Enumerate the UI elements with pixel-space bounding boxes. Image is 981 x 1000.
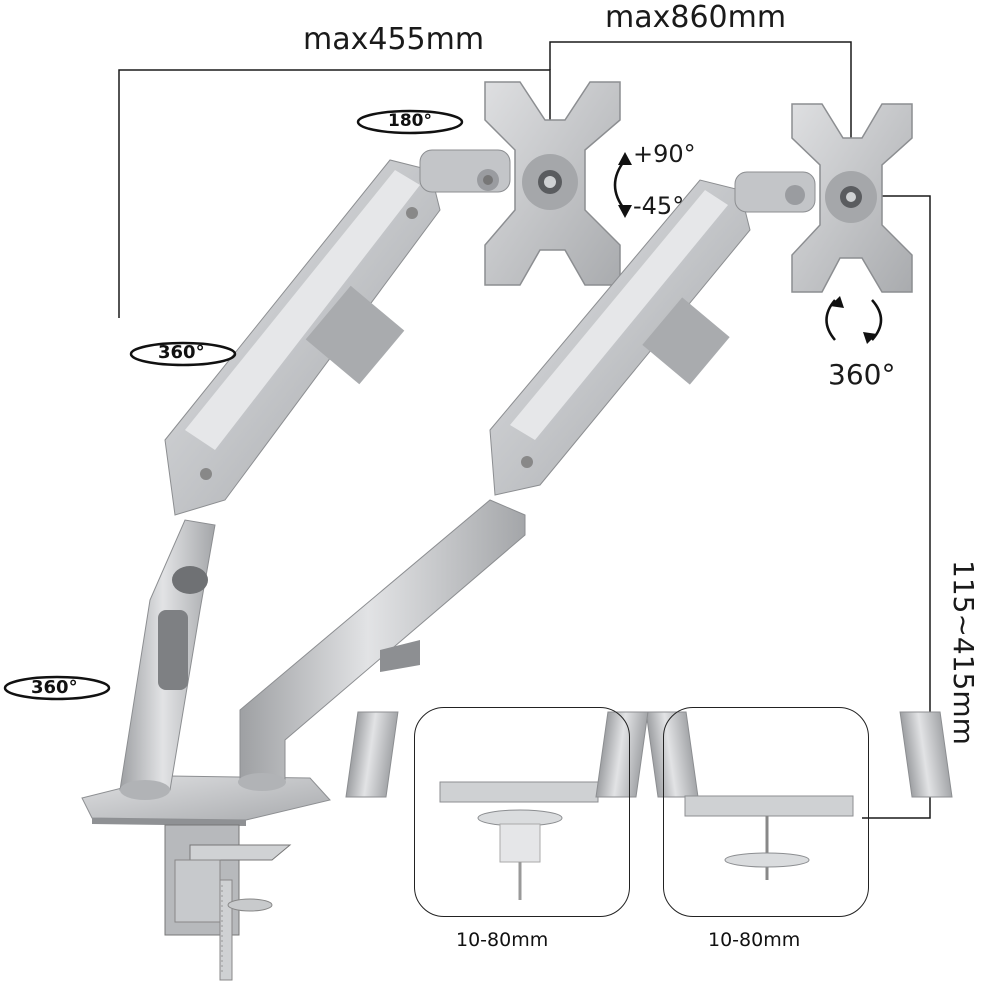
panel-rotate-arrow-right-icon	[871, 299, 883, 341]
span-dimension-line	[549, 41, 852, 140]
desk-base-plate	[81, 775, 331, 826]
dimension-lines	[118, 41, 931, 819]
right-head-joint	[734, 171, 816, 213]
tilt-down-label: -45°	[633, 192, 685, 220]
clamp-mount-inset	[414, 707, 630, 917]
base-360-arrow-icon	[3, 675, 111, 701]
grommet-range-caption: 10-80mm	[708, 929, 801, 951]
swivel-180-arrow-icon	[356, 109, 464, 135]
right-arm-lower	[238, 499, 526, 791]
span-dimension-label: max860mm	[605, 0, 787, 35]
base-joint-rotation-label: 360°	[31, 677, 78, 698]
left-head-joint	[419, 149, 511, 193]
head-swivel-label: 180°	[388, 111, 432, 131]
desk-clamp	[164, 824, 292, 981]
right-arm-upper	[489, 179, 751, 496]
reach-dimension-line	[118, 69, 551, 318]
panel-rotation-label: 360°	[828, 358, 896, 391]
left-vesa-plate	[484, 81, 621, 286]
tilt-up-label: +90°	[633, 140, 696, 168]
panel-rotate-arrow-left-icon	[825, 299, 836, 341]
reach-dimension-label: max455mm	[303, 22, 485, 57]
left-arm-lower	[119, 519, 216, 800]
left-arm-upper	[164, 159, 441, 516]
right-vesa-plate	[791, 103, 913, 293]
arm-joint-rotation-label: 360°	[158, 342, 205, 363]
tilt-arrow-icon	[613, 159, 626, 211]
clamp-range-caption: 10-80mm	[456, 929, 549, 951]
swivel-360-arrow-icon	[129, 341, 237, 367]
grommet-mount-inset	[663, 707, 869, 917]
height-dimension-label: 115~415mm	[947, 560, 980, 745]
height-dimension-line	[858, 195, 931, 819]
inset-clamp-illustration	[345, 711, 699, 900]
